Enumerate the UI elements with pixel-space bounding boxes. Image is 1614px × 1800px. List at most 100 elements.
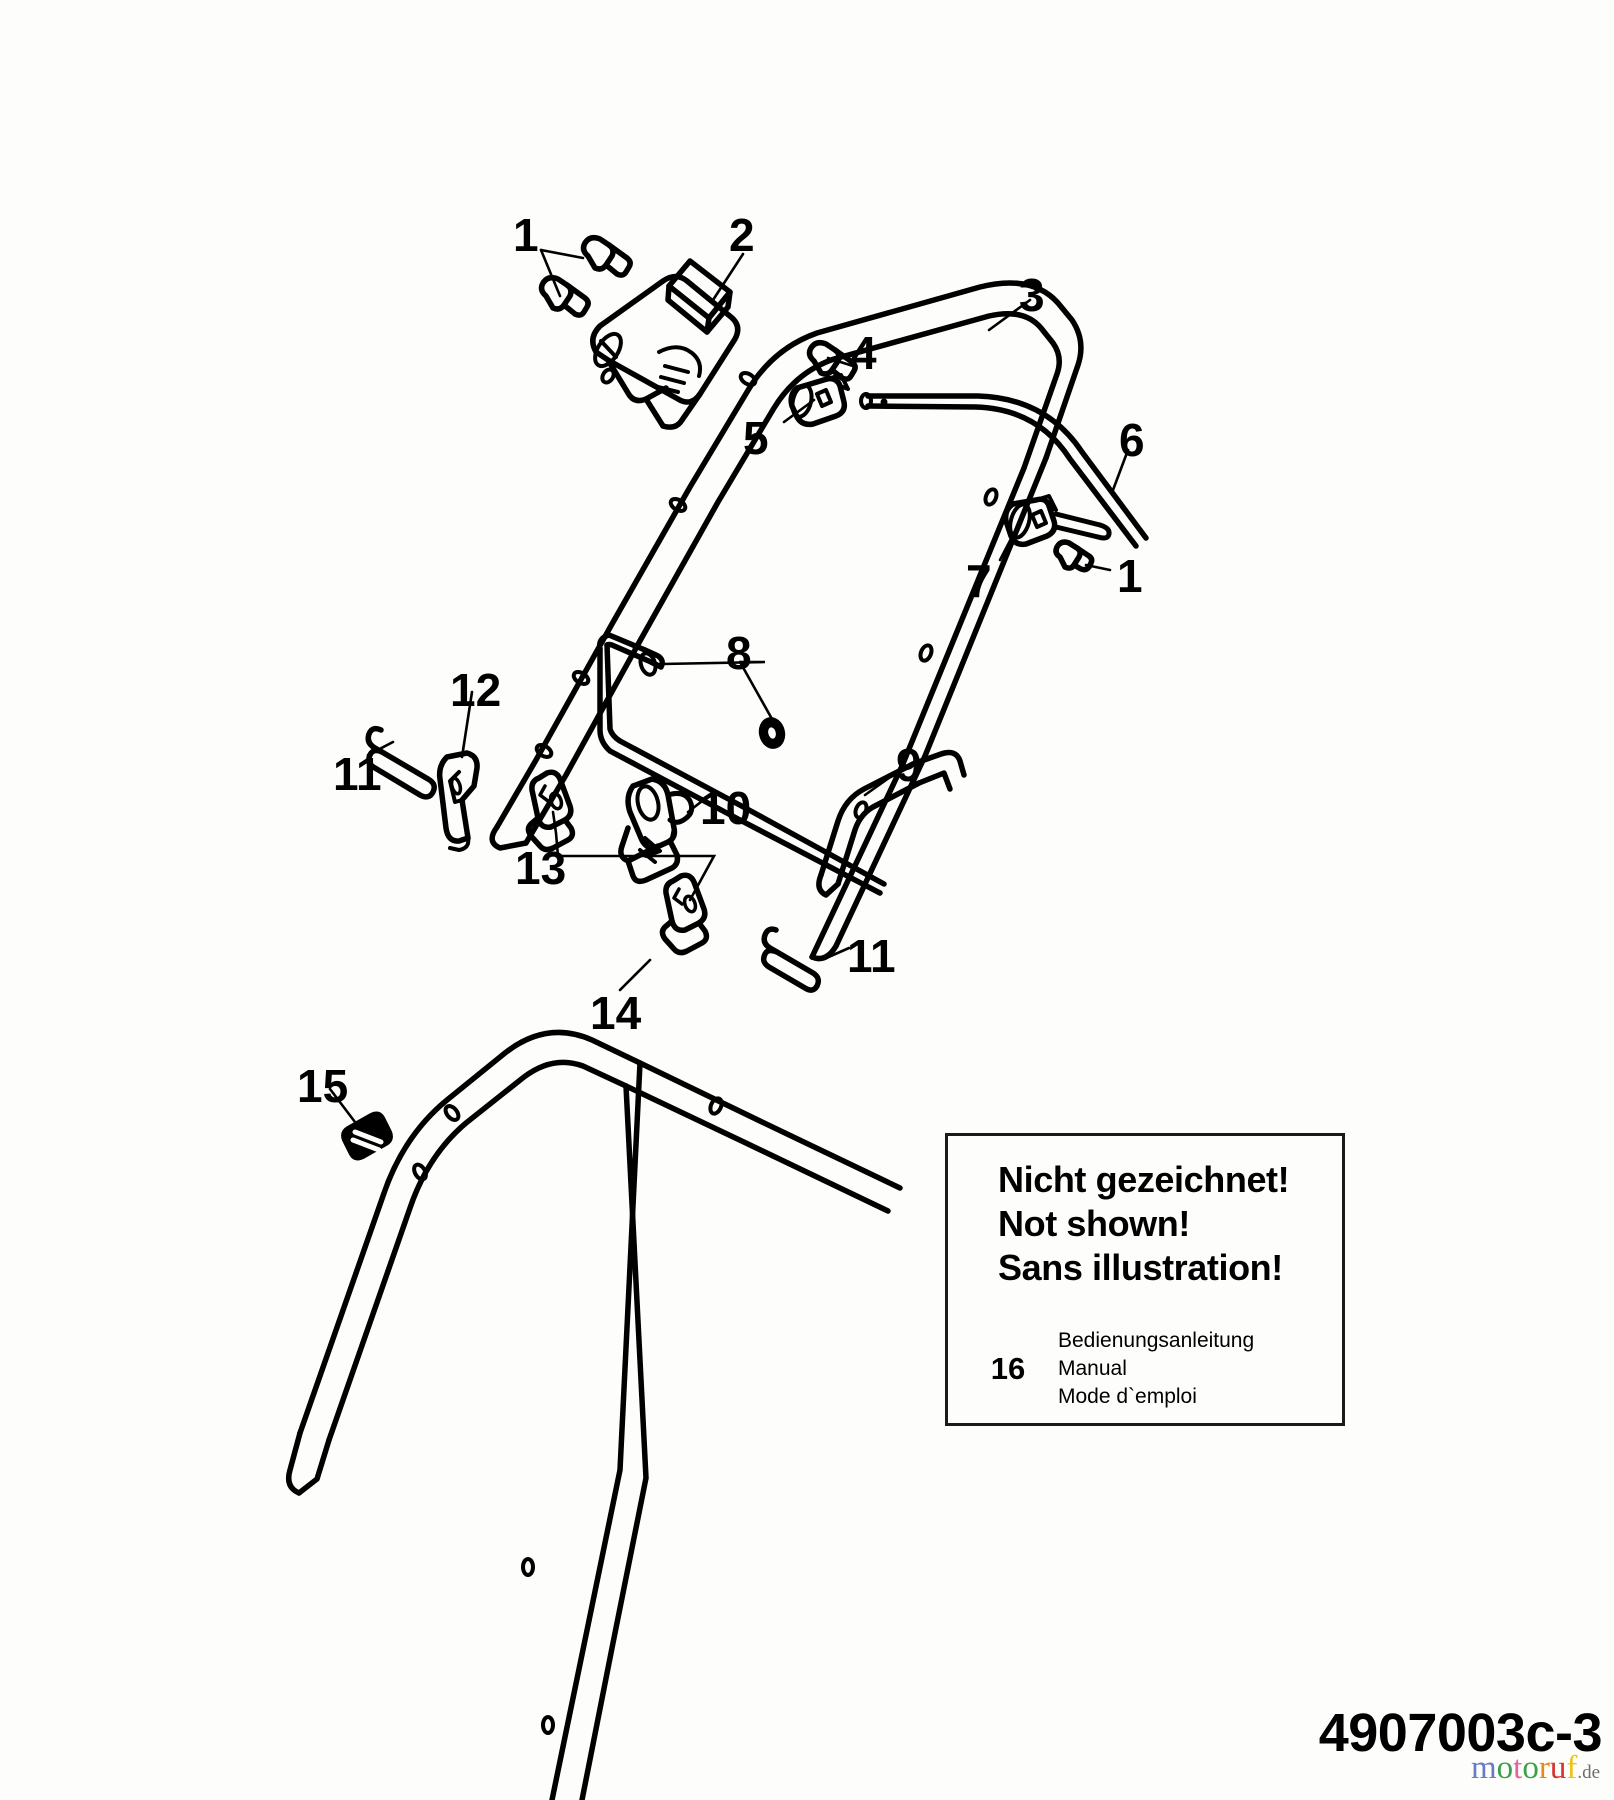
callout-2: 2 — [729, 209, 755, 261]
callout-10: 10 — [700, 782, 752, 834]
support-rod-9-cap — [816, 872, 841, 898]
callout-1-upper: 1 — [513, 209, 539, 261]
lower-handle-left-inner — [326, 1059, 629, 1443]
clamp-half-13-lower — [659, 872, 710, 956]
support-rod-9-bend — [910, 749, 967, 778]
legend-heading-de: Nicht gezeichnet! — [998, 1159, 1290, 1200]
leader-4 — [826, 356, 855, 368]
callout-13: 13 — [515, 842, 567, 894]
upper-handle-left-outer — [494, 280, 1084, 830]
lower-handle-top-inner — [623, 1083, 891, 1214]
handle-hole — [918, 643, 934, 663]
lower-handle-left-outer — [297, 1029, 643, 1436]
callout-6: 6 — [1119, 414, 1145, 466]
washer-8-lower — [758, 717, 786, 749]
handle-hole — [412, 1162, 428, 1182]
cable-clamp-7 — [1002, 494, 1112, 548]
callout-14: 14 — [590, 987, 642, 1039]
legend-item-descriptions: Bedienungsanleitung Manual Mode d`emploi — [1058, 1327, 1254, 1411]
lower-handle-right-outer — [549, 1060, 643, 1800]
callout-12: 12 — [450, 664, 502, 716]
watermark-letter: u — [1549, 1750, 1567, 1786]
handle-hole — [738, 371, 758, 387]
leader-14 — [618, 958, 652, 992]
callout-11-left: 11 — [333, 748, 382, 800]
cable-tie-clip-15 — [341, 1111, 393, 1161]
handle-hole — [541, 1715, 555, 1735]
clamp-half-13-upper — [525, 769, 576, 853]
legend-item-en: Manual — [1058, 1356, 1127, 1380]
upper-handle-left-cap — [489, 824, 529, 851]
cable-guide-clip-10 — [618, 776, 695, 885]
leader-6 — [1111, 448, 1130, 492]
cable-rod-8-inner — [604, 642, 887, 887]
legend-heading-fr: Sans illustration! — [998, 1246, 1283, 1288]
shoulder-bolt-11-right — [760, 926, 822, 993]
leader-lines — [328, 248, 1130, 1128]
washer-8-upper — [638, 651, 658, 677]
bolt-upper-a — [580, 234, 633, 278]
cable-rod-8-top2 — [604, 641, 654, 665]
support-rod-9-bend2 — [916, 770, 953, 792]
leader-13-upper — [551, 810, 560, 858]
motoruf-watermark: motoruf.de — [1471, 1752, 1600, 1785]
not-shown-legend-box: Nicht gezeichnet! Not shown! Sans illust… — [945, 1133, 1345, 1426]
callout-4: 4 — [851, 327, 877, 379]
leader-8-lower — [738, 660, 774, 721]
legend-heading-en: Not shown! — [998, 1202, 1190, 1244]
handle-hole — [443, 1104, 461, 1122]
legend-item-de: Bedienungsanleitung — [1058, 1329, 1255, 1352]
bolt-upper-b — [538, 274, 591, 318]
bowden-cable-outer — [865, 393, 1149, 541]
callout-15: 15 — [297, 1060, 349, 1112]
cable-rod-8-outer — [597, 646, 883, 896]
callout-1-right: 1 — [1117, 550, 1143, 602]
support-rod-9-inner — [835, 780, 922, 887]
handle-hole — [534, 743, 554, 759]
leader-5 — [782, 398, 816, 424]
upper-handle-left-inner — [523, 311, 1062, 846]
watermark-letter: o — [1522, 1750, 1539, 1786]
leader-7 — [998, 531, 1016, 562]
callout-8: 8 — [726, 627, 752, 679]
cable-end-ferrule — [859, 392, 873, 410]
leader-1b — [1084, 563, 1112, 572]
leader-10 — [686, 796, 708, 814]
watermark-letter: t — [1513, 1750, 1523, 1786]
cable-clamp-5 — [788, 373, 850, 428]
leader-12 — [460, 690, 474, 759]
callout-7: 7 — [966, 555, 992, 607]
cable-rod-8-top — [596, 632, 648, 653]
lower-handle-right-inner — [579, 1083, 649, 1800]
watermark-letter: m — [1470, 1750, 1497, 1786]
callout-9: 9 — [896, 739, 922, 791]
leader-15 — [328, 1087, 360, 1128]
leader-2 — [711, 252, 745, 302]
lower-handle-left-cap2 — [296, 1437, 332, 1496]
watermark-letter: r — [1538, 1750, 1550, 1786]
leader-9 — [863, 773, 895, 797]
legend-headings: Nicht gezeichnet! Not shown! Sans illust… — [998, 1158, 1338, 1290]
leader-8-upper — [660, 660, 766, 666]
handle-hole — [708, 1096, 724, 1116]
legend-item-number: 16 — [990, 1350, 1026, 1386]
handle-hole — [521, 1557, 535, 1577]
callout-11-right: 11 — [847, 930, 896, 982]
cable-nipple — [880, 398, 888, 406]
watermark-suffix: .de — [1577, 1762, 1600, 1783]
handle-hole — [571, 670, 591, 686]
upper-handle-right-inner — [809, 465, 1027, 960]
legend-item-row: 16 Bedienungsanleitung Manual Mode d`emp… — [976, 1327, 1254, 1411]
watermark-letter: o — [1496, 1750, 1514, 1786]
cable-rod-8-tip — [642, 647, 665, 670]
bowden-cable-inner — [865, 403, 1139, 549]
handle-hole — [983, 487, 999, 507]
callout-5: 5 — [743, 412, 769, 464]
handle-hole — [668, 497, 688, 513]
leader-13-lower — [556, 854, 717, 902]
bracket-12 — [436, 750, 480, 852]
leader-3 — [987, 298, 1032, 332]
